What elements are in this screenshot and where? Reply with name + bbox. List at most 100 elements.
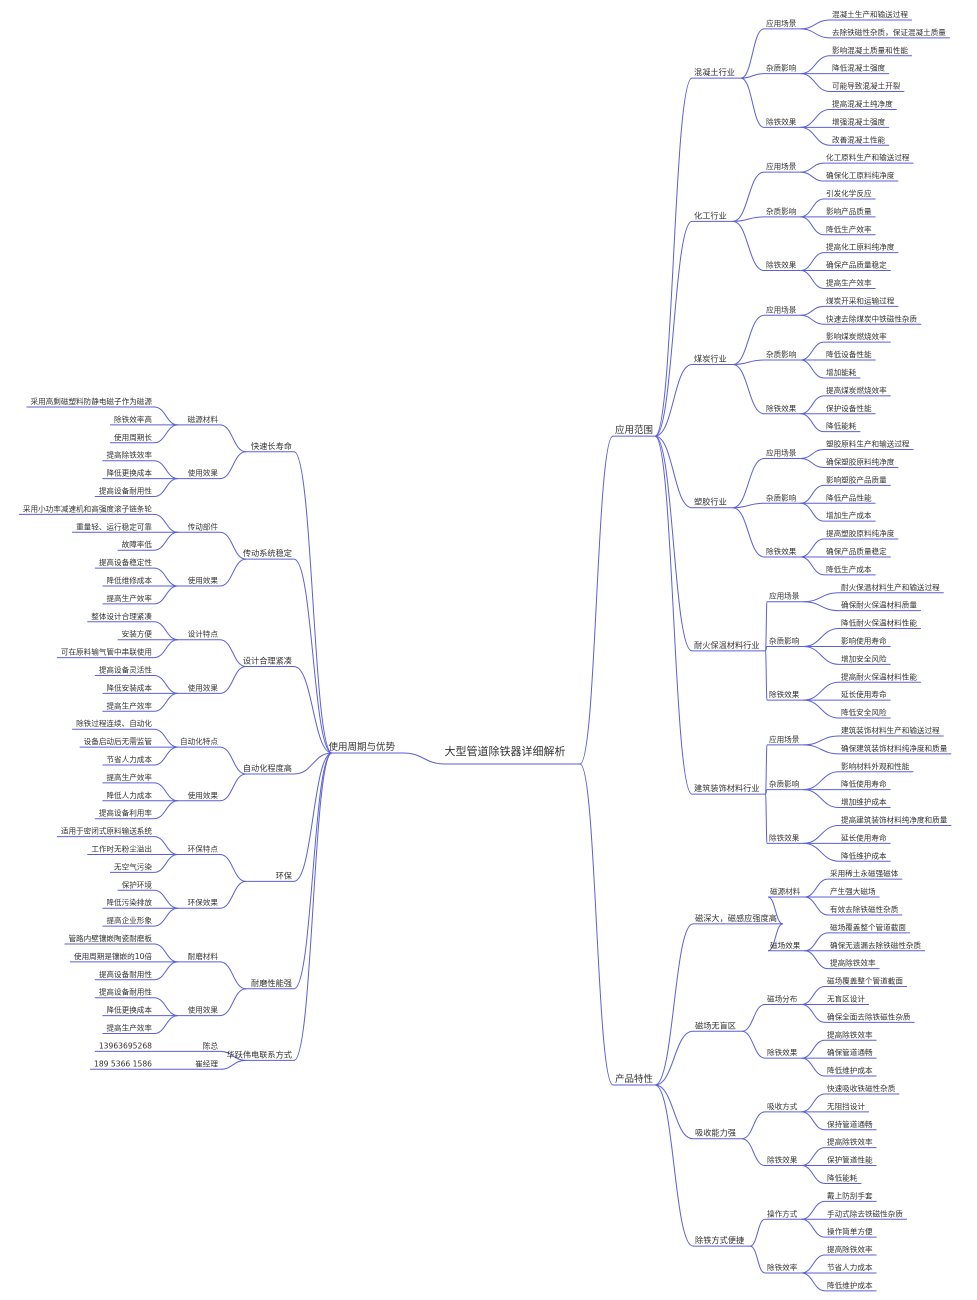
level3-node[interactable]: 除铁效率 — [767, 1262, 798, 1272]
level3-node[interactable]: 应用场景 — [769, 734, 800, 744]
leaf-node[interactable]: 影响混凝土质量和性能 — [832, 45, 908, 55]
leaf-node[interactable]: 混凝土生产和输送过程 — [832, 9, 908, 19]
leaf-node[interactable]: 提高除铁效率 — [827, 1244, 873, 1254]
leaf-node[interactable]: 管路内壁镶嵌陶瓷耐磨板 — [68, 933, 152, 943]
leaf-node[interactable]: 除铁效率高 — [114, 414, 152, 424]
level3-node[interactable]: 磁源材料 — [770, 886, 801, 896]
leaf-node[interactable]: 保护设备性能 — [826, 403, 872, 413]
leaf-node[interactable]: 提高塑胶原料纯净度 — [826, 528, 895, 538]
level2-node[interactable]: 建筑装饰材料行业 — [694, 783, 760, 793]
leaf-node[interactable]: 确保全面去除铁磁性杂质 — [827, 1011, 911, 1021]
level3-node[interactable]: 使用效果 — [188, 575, 219, 585]
leaf-node[interactable]: 耐火保温材料生产和输送过程 — [841, 582, 940, 592]
level2-node[interactable]: 华跃伟电联系方式 — [226, 1049, 292, 1059]
leaf-node[interactable]: 采用高剩磁塑料防静电磁子作为磁源 — [31, 396, 153, 406]
leaf-node[interactable]: 提高生产效率 — [106, 772, 152, 782]
leaf-node[interactable]: 影响煤炭燃烧效率 — [826, 331, 887, 341]
leaf-node[interactable]: 提高设备稳定性 — [99, 557, 153, 567]
leaf-node[interactable]: 除铁过程连续、自动化 — [76, 718, 152, 728]
leaf-node[interactable]: 影响塑胶产品质量 — [826, 474, 887, 484]
leaf-node[interactable]: 无阻挡设计 — [827, 1101, 865, 1111]
leaf-node[interactable]: 降低人力成本 — [106, 790, 152, 800]
level3-node[interactable]: 磁场效果 — [770, 940, 801, 950]
leaf-node[interactable]: 降低使用寿命 — [841, 779, 887, 789]
level1-node[interactable]: 产品特性 — [615, 1073, 654, 1085]
level3-node[interactable]: 杂质影响 — [769, 779, 800, 789]
level3-node[interactable]: 环保效果 — [188, 897, 219, 907]
level3-node[interactable]: 杂质影响 — [766, 63, 797, 73]
leaf-node[interactable]: 提高企业形象 — [106, 915, 152, 925]
level3-node[interactable]: 除铁效果 — [767, 1155, 798, 1165]
leaf-node[interactable]: 影响使用寿命 — [841, 635, 887, 645]
level3-node[interactable]: 应用场景 — [766, 304, 797, 314]
leaf-node[interactable]: 降低生产成本 — [826, 564, 872, 574]
leaf-node[interactable]: 快速去除煤炭中铁磁性杂质 — [826, 313, 918, 323]
level3-node[interactable]: 应用场景 — [766, 18, 797, 28]
level2-node[interactable]: 耐磨性能强 — [251, 978, 292, 988]
leaf-node[interactable]: 降低维护成本 — [841, 850, 887, 860]
leaf-node[interactable]: 提高建筑装饰材料纯净度和质量 — [841, 814, 948, 824]
level3-node[interactable]: 设计特点 — [188, 629, 219, 639]
leaf-node[interactable]: 降低能耗 — [827, 1172, 858, 1182]
leaf-node[interactable]: 无盲区设计 — [827, 993, 865, 1003]
level3-node[interactable]: 自动化特点 — [180, 736, 218, 746]
leaf-node[interactable]: 提高化工原料纯净度 — [826, 242, 895, 252]
level2-node[interactable]: 煤炭行业 — [694, 354, 727, 364]
leaf-node[interactable]: 增加维护成本 — [841, 797, 887, 807]
leaf-node[interactable]: 确保化工原料纯净度 — [826, 170, 895, 180]
leaf-node[interactable]: 提高设备灵活性 — [99, 665, 153, 675]
leaf-node[interactable]: 提高除铁效率 — [830, 958, 876, 968]
leaf-node[interactable]: 确保产品质量稳定 — [826, 546, 887, 556]
level2-node[interactable]: 设计合理紧凑 — [243, 656, 292, 666]
leaf-node[interactable]: 节省人力成本 — [106, 754, 152, 764]
level3-node[interactable]: 使用效果 — [188, 682, 219, 692]
level3-node[interactable]: 使用效果 — [188, 790, 219, 800]
leaf-node[interactable]: 确保产品质量稳定 — [826, 260, 887, 270]
level3-node[interactable]: 使用效果 — [188, 468, 219, 478]
leaf-node[interactable]: 确保耐火保温材料质量 — [841, 600, 917, 610]
leaf-node[interactable]: 使用周期长 — [114, 432, 152, 442]
leaf-node[interactable]: 降低维护成本 — [827, 1280, 873, 1290]
level3-node[interactable]: 磁源材料 — [188, 414, 219, 424]
level3-node[interactable]: 磁场分布 — [767, 993, 798, 1003]
leaf-node[interactable]: 确保无遗漏去除铁磁性杂质 — [830, 940, 922, 950]
leaf-node[interactable]: 手动式除去铁磁性杂质 — [827, 1208, 903, 1218]
level3-node[interactable]: 使用效果 — [188, 1005, 219, 1015]
leaf-node[interactable]: 提高耐火保温材料性能 — [841, 671, 917, 681]
level3-node[interactable]: 除铁效果 — [766, 403, 797, 413]
leaf-node[interactable]: 操作简单方便 — [827, 1226, 873, 1236]
leaf-node[interactable]: 磁场覆盖整个管道截面 — [827, 976, 903, 986]
leaf-node[interactable]: 整体设计合理紧凑 — [91, 611, 152, 621]
level3-node[interactable]: 除铁效果 — [769, 832, 800, 842]
level3-node[interactable]: 陈总 — [203, 1040, 219, 1050]
level3-node[interactable]: 除铁效果 — [769, 689, 800, 699]
level3-node[interactable]: 吸收方式 — [767, 1101, 798, 1111]
leaf-node[interactable]: 改善混凝土性能 — [832, 134, 886, 144]
leaf-node[interactable]: 戴上防刮手套 — [827, 1190, 873, 1200]
leaf-node[interactable]: 提高生产效率 — [106, 1023, 152, 1033]
leaf-node[interactable]: 重量轻、运行稳定可靠 — [76, 521, 152, 531]
level3-node[interactable]: 耐磨材料 — [188, 951, 219, 961]
leaf-node[interactable]: 提高除铁效率 — [827, 1029, 873, 1039]
leaf-node[interactable]: 降低维修成本 — [106, 575, 152, 585]
leaf-node[interactable]: 提高生产效率 — [106, 593, 152, 603]
level3-node[interactable]: 杂质影响 — [769, 635, 800, 645]
level2-node[interactable]: 环保 — [276, 870, 293, 880]
leaf-node[interactable]: 降低设备性能 — [826, 349, 872, 359]
leaf-node[interactable]: 延长使用寿命 — [841, 689, 887, 699]
level1-node[interactable]: 应用范围 — [615, 424, 653, 436]
leaf-node[interactable]: 降低产品性能 — [826, 492, 872, 502]
leaf-node[interactable]: 增强混凝土强度 — [832, 116, 886, 126]
leaf-node[interactable]: 延长使用寿命 — [841, 832, 887, 842]
level2-node[interactable]: 磁场无盲区 — [695, 1020, 736, 1030]
leaf-node[interactable]: 产生强大磁场 — [830, 886, 876, 896]
leaf-node[interactable]: 189 5366 1586 — [94, 1059, 152, 1068]
level2-node[interactable]: 吸收能力强 — [695, 1128, 736, 1138]
leaf-node[interactable]: 提高生产效率 — [106, 700, 152, 710]
leaf-node[interactable]: 化工原料生产和输送过程 — [826, 152, 910, 162]
level3-node[interactable]: 除铁效果 — [766, 260, 797, 270]
leaf-node[interactable]: 降低安全风险 — [841, 707, 887, 717]
leaf-node[interactable]: 故障率低 — [122, 539, 153, 549]
leaf-node[interactable]: 降低混凝土强度 — [832, 63, 886, 73]
leaf-node[interactable]: 保护环境 — [122, 879, 153, 889]
